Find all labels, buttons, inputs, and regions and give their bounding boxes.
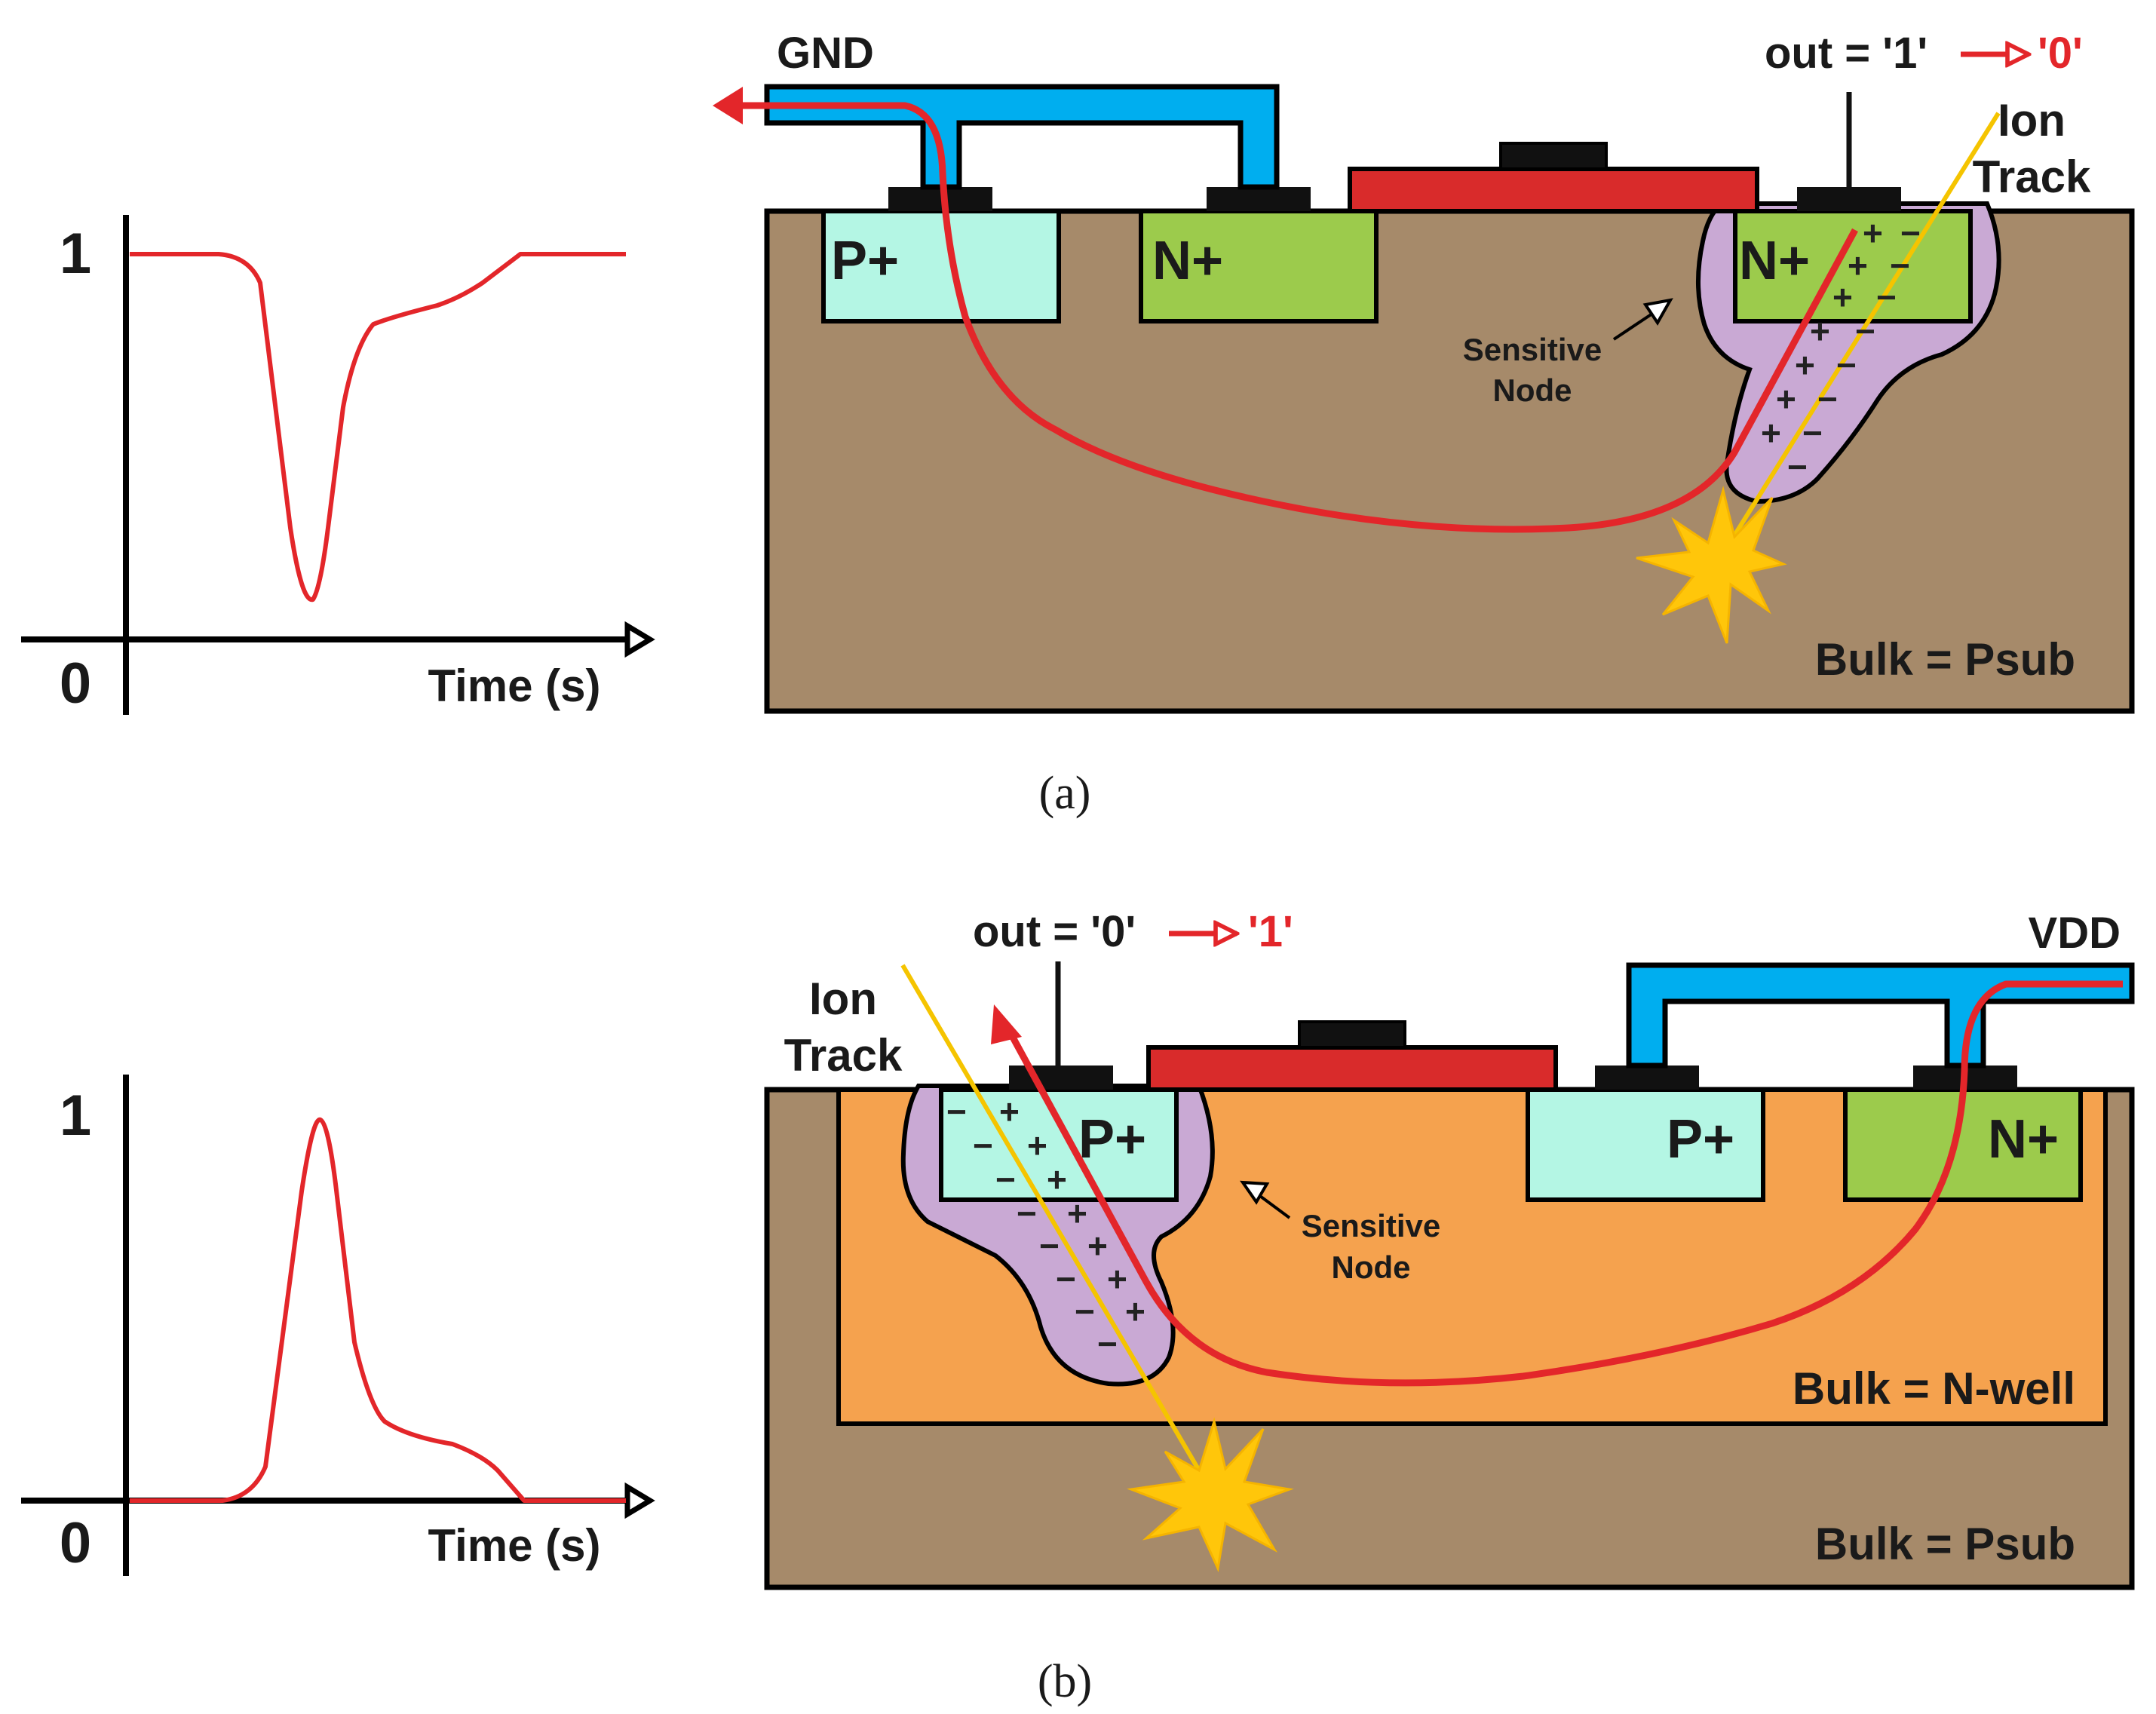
svg-text:+: + xyxy=(1776,379,1796,419)
vdd-label: VDD xyxy=(2029,909,2121,958)
caption-b: (b) xyxy=(1038,1656,1092,1707)
y-high-label: 1 xyxy=(60,1084,91,1148)
bulk-nwell-label: Bulk = N-well xyxy=(1793,1363,2075,1414)
p-plus-diffusion-right xyxy=(1526,1087,1765,1202)
svg-text:−: − xyxy=(1075,1292,1095,1331)
ion-strike-burst xyxy=(1636,486,1787,644)
out-new-value: '0' xyxy=(2038,29,2083,78)
n-plus-diffusion-sensitive xyxy=(1733,209,1973,323)
collected-current-path xyxy=(1007,980,2123,1387)
n-plus-label-sensitive: N+ xyxy=(1739,231,1810,291)
svg-text:+: + xyxy=(1067,1194,1087,1233)
gate-contact xyxy=(1298,1020,1406,1049)
panel-b: 1 0 Time (s) P+ P+ N+ xyxy=(21,907,2135,1707)
svg-text:−: − xyxy=(1056,1259,1076,1299)
p-plus-label-sensitive: P+ xyxy=(1078,1109,1146,1170)
svg-text:+: + xyxy=(1848,246,1868,285)
n-plus-label: N+ xyxy=(1988,1109,2059,1170)
svg-text:−: − xyxy=(1900,213,1921,253)
svg-text:−: − xyxy=(1787,447,1808,486)
gate-poly xyxy=(1146,1045,1558,1092)
ion-track-label-2: Track xyxy=(1973,152,2091,202)
gnd-metal-line xyxy=(764,84,1280,190)
svg-text:−: − xyxy=(1890,246,1910,285)
sensitive-node-label-2: Node xyxy=(1332,1249,1411,1285)
caption-a: (a) xyxy=(1039,768,1091,819)
contact-out xyxy=(1009,1066,1113,1090)
gnd-label: GND xyxy=(777,29,874,78)
bulk-label: Bulk = Psub xyxy=(1815,634,2075,685)
svg-text:−: − xyxy=(1876,277,1897,317)
svg-text:+: + xyxy=(1810,311,1830,351)
collected-current-path xyxy=(724,102,1858,533)
axis-arrowhead xyxy=(624,1482,655,1519)
n-plus-diffusion-left xyxy=(1139,209,1379,323)
svg-text:−: − xyxy=(1097,1324,1118,1363)
svg-text:+: + xyxy=(1761,413,1781,452)
current-arrowhead xyxy=(713,87,743,124)
ion-track xyxy=(1717,112,2001,561)
gate-poly xyxy=(1348,167,1759,213)
cross-section-b: P+ P+ N+ VDD out = '0' '1' Ion Track xyxy=(764,907,2135,1590)
x-axis-label: Time (s) xyxy=(428,661,601,711)
svg-text:+: + xyxy=(1832,277,1853,317)
charge-carriers: +− +− +− +− +− +− +− − xyxy=(1761,213,1921,486)
sensitive-node-label-2: Node xyxy=(1493,373,1572,408)
svg-text:−: − xyxy=(1855,311,1875,351)
svg-text:+: + xyxy=(999,1092,1020,1131)
svg-text:+: + xyxy=(1047,1160,1067,1199)
svg-text:−: − xyxy=(946,1092,967,1131)
waveform-plot-a: 1 0 Time (s) xyxy=(21,215,655,716)
svg-text:−: − xyxy=(1039,1226,1060,1265)
svg-text:−: − xyxy=(1802,413,1823,452)
ion-track xyxy=(900,964,1201,1472)
ion-track-label-2: Track xyxy=(784,1030,903,1081)
ion-track-label-1: Ion xyxy=(809,974,877,1024)
svg-text:+: + xyxy=(1027,1126,1047,1165)
svg-text:+: + xyxy=(1125,1292,1145,1331)
cross-section-a: P+ N+ N+ GND out = '1' '0' Ion xyxy=(713,29,2135,714)
y-low-label: 0 xyxy=(60,1511,91,1575)
out-new-value: '1' xyxy=(1248,907,1293,956)
sensitive-node-label-1: Sensitive xyxy=(1463,332,1602,367)
ion-strike-burst xyxy=(1127,1417,1294,1573)
vdd-metal-line xyxy=(1626,962,2135,1069)
svg-text:+: + xyxy=(1107,1259,1127,1299)
out-label: out = '1' xyxy=(1765,29,1928,78)
ion-track-label-1: Ion xyxy=(1998,95,2066,146)
current-arrowhead xyxy=(991,1004,1022,1044)
svg-text:−: − xyxy=(1836,345,1857,385)
out-label: out = '0' xyxy=(973,907,1136,956)
p-plus-label-right: P+ xyxy=(1667,1109,1734,1170)
waveform-pulse xyxy=(130,1117,626,1503)
y-low-label: 0 xyxy=(60,652,91,716)
svg-text:−: − xyxy=(1817,379,1838,419)
svg-text:−: − xyxy=(995,1160,1016,1199)
n-plus-label-left: N+ xyxy=(1152,231,1223,291)
svg-text:+: + xyxy=(1863,213,1883,253)
sensitive-node-label-1: Sensitive xyxy=(1302,1208,1440,1243)
svg-text:+: + xyxy=(1795,345,1815,385)
x-axis-label: Time (s) xyxy=(428,1520,601,1571)
p-plus-label: P+ xyxy=(831,231,899,291)
contact-n-plus-left xyxy=(1207,187,1311,211)
gate-contact xyxy=(1499,142,1608,170)
svg-text:−: − xyxy=(1017,1194,1037,1233)
y-high-label: 1 xyxy=(60,222,91,286)
svg-text:−: − xyxy=(973,1126,993,1165)
contact-out xyxy=(1797,187,1901,211)
contact-p-plus-right xyxy=(1595,1066,1699,1090)
charge-carriers: −+ −+ −+ −+ −+ −+ −+ − xyxy=(946,1092,1145,1363)
axis-arrowhead xyxy=(624,621,655,658)
bulk-psub-label: Bulk = Psub xyxy=(1815,1519,2075,1569)
waveform-plot-b: 1 0 Time (s) xyxy=(21,1075,655,1576)
waveform-dip xyxy=(130,252,626,603)
svg-text:+: + xyxy=(1087,1226,1108,1265)
panel-a: 1 0 Time (s) P+ N+ N+ G xyxy=(21,29,2135,819)
